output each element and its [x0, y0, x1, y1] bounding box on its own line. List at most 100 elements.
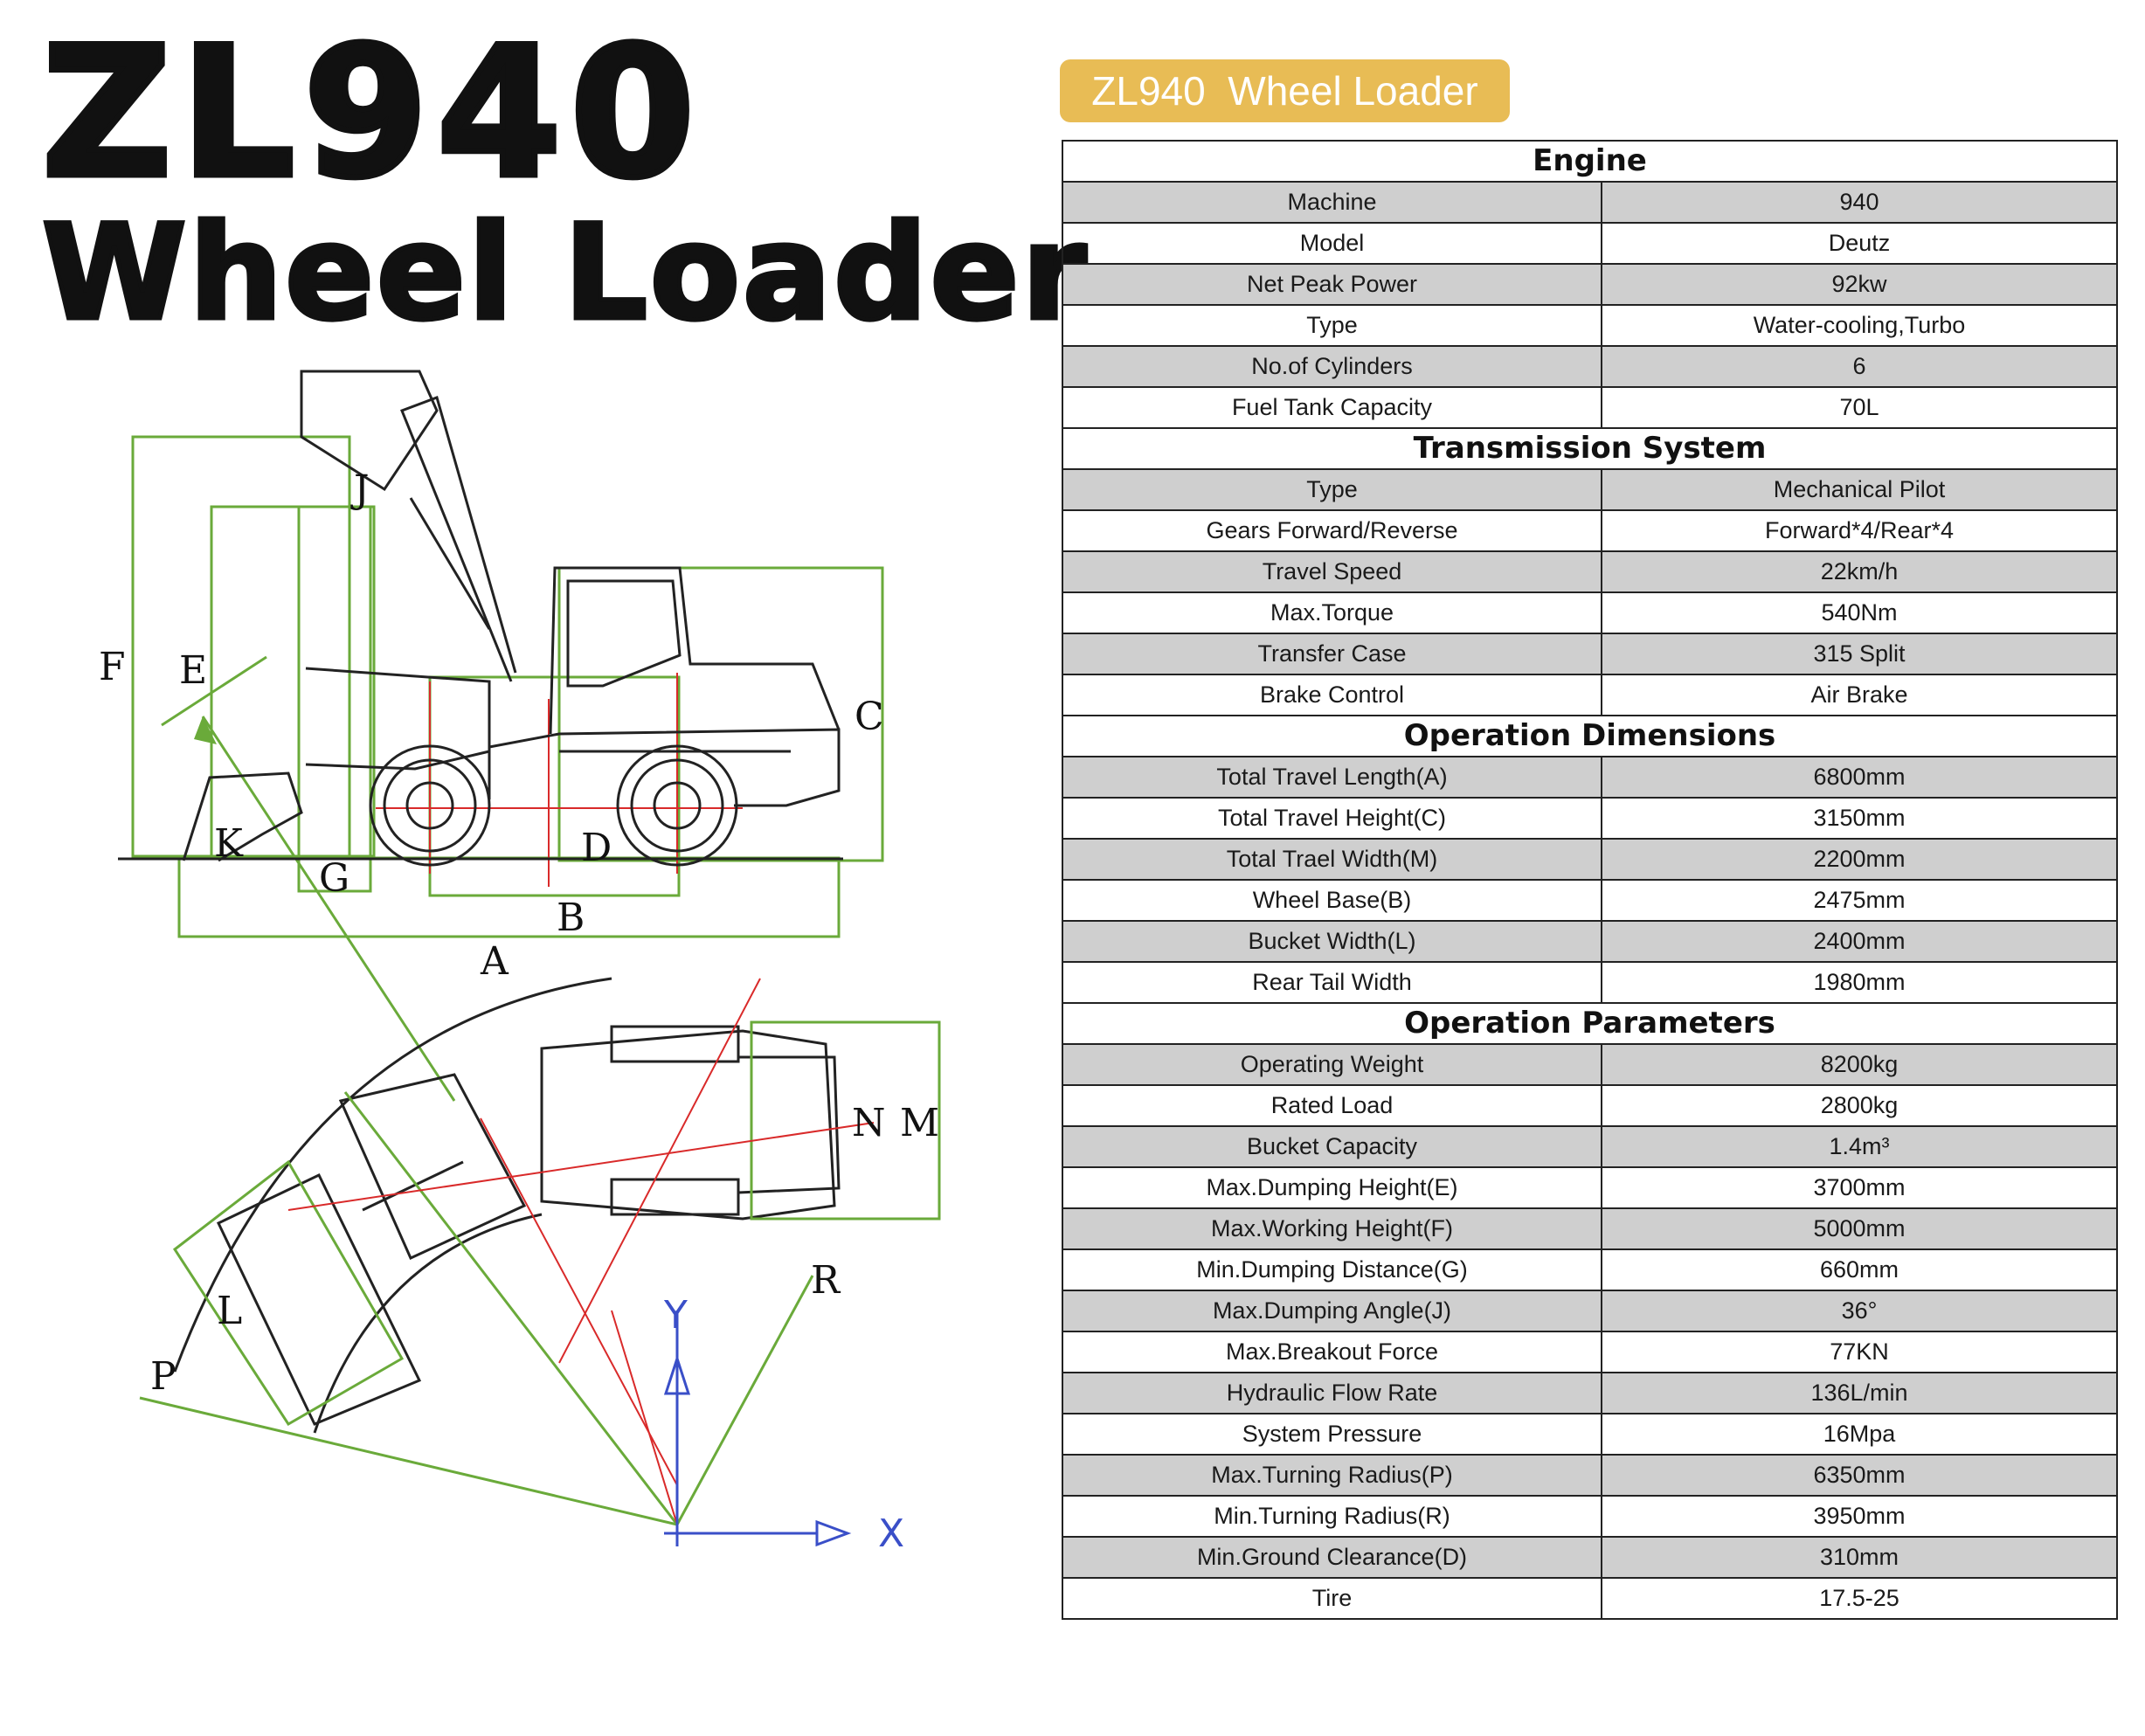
spec-value: Forward*4/Rear*4: [1764, 517, 1955, 543]
spec-value: 660mm: [1819, 1256, 1899, 1283]
spec-value: 3950mm: [1813, 1503, 1906, 1529]
spec-row: Brake Control Air Brake: [1063, 675, 2116, 716]
spec-label: Type: [1063, 306, 1602, 345]
spec-label: Brake Control: [1063, 675, 1602, 715]
spec-value: 77KN: [1830, 1338, 1889, 1365]
spec-row: Net Peak Power 92kw: [1063, 265, 2116, 306]
spec-row: Operating Weight 8200kg: [1063, 1045, 2116, 1086]
model-badge: ZL940 Wheel Loader: [1060, 59, 1510, 122]
spec-row: Wheel Base(B) 2475mm: [1063, 881, 2116, 922]
spec-row: Total Trael Width(M) 2200mm: [1063, 840, 2116, 881]
spec-label: Bucket Capacity: [1063, 1127, 1602, 1166]
spec-label: Total Travel Length(A): [1063, 757, 1602, 797]
spec-value: 17.5-25: [1819, 1585, 1899, 1611]
spec-value: Mechanical Pilot: [1773, 476, 1946, 502]
spec-label: Max.Working Height(F): [1063, 1209, 1602, 1248]
spec-label: Machine: [1063, 183, 1602, 222]
spec-label: Transfer Case: [1063, 634, 1602, 674]
spec-label: Type: [1063, 470, 1602, 509]
spec-label: Max.Dumping Angle(J): [1063, 1291, 1602, 1331]
spec-value: 315 Split: [1813, 640, 1906, 667]
spec-value: 136L/min: [1810, 1380, 1908, 1406]
spec-label: Travel Speed: [1063, 552, 1602, 591]
spec-value: Deutz: [1828, 230, 1891, 256]
model-title: ZL940: [38, 10, 704, 218]
spec-label: Model: [1063, 224, 1602, 263]
spec-label: Wheel Base(B): [1063, 881, 1602, 920]
spec-label: Min.Dumping Distance(G): [1063, 1250, 1602, 1290]
label-y-axis: Y: [663, 1293, 688, 1338]
spec-row: Max.Working Height(F) 5000mm: [1063, 1209, 2116, 1250]
label-x-axis: X: [878, 1511, 904, 1556]
spec-row: Max.Dumping Angle(J) 36°: [1063, 1291, 2116, 1332]
spec-label: Min.Turning Radius(R): [1063, 1497, 1602, 1536]
spec-row: Transfer Case 315 Split: [1063, 634, 2116, 675]
section-title: Operation Dimensions: [1063, 716, 2116, 757]
spec-value: 70L: [1839, 394, 1879, 420]
spec-value: 16Mpa: [1823, 1421, 1896, 1447]
spec-row: Min.Dumping Distance(G) 660mm: [1063, 1250, 2116, 1291]
label-f: F: [99, 645, 126, 689]
side-view: F E J C K G D B A: [99, 370, 884, 1102]
spec-value: 2200mm: [1813, 846, 1906, 872]
spec-value: 22km/h: [1820, 558, 1899, 584]
spec-label: Gears Forward/Reverse: [1063, 511, 1602, 550]
spec-row: Min.Turning Radius(R) 3950mm: [1063, 1497, 2116, 1538]
spec-label: Operating Weight: [1063, 1045, 1602, 1084]
spec-label: Total Trael Width(M): [1063, 840, 1602, 879]
spec-label: Net Peak Power: [1063, 265, 1602, 304]
spec-value: 36°: [1841, 1297, 1878, 1324]
spec-label: Max.Turning Radius(P): [1063, 1456, 1602, 1495]
label-r: R: [811, 1258, 841, 1303]
spec-row: Bucket Width(L)2400mm: [1063, 922, 2116, 963]
top-view: N M R L P Y X: [139, 977, 941, 1556]
spec-row: Type Mechanical Pilot: [1063, 470, 2116, 511]
section-title: Engine: [1063, 142, 2116, 183]
label-j: J: [350, 467, 370, 512]
spec-value: 2800kg: [1820, 1092, 1899, 1118]
section-title: Transmission System: [1063, 429, 2116, 470]
spec-value: Air Brake: [1810, 681, 1908, 708]
spec-value: 8200kg: [1820, 1051, 1899, 1077]
spec-label: Rear Tail Width: [1063, 963, 1602, 1002]
spec-row: Max.Dumping Height(E)3700mm: [1063, 1168, 2116, 1209]
spec-row: Rear Tail Width 1980mm: [1063, 963, 2116, 1004]
spec-row: Gears Forward/Reverse Forward*4/Rear*4: [1063, 511, 2116, 552]
label-p: P: [150, 1354, 176, 1399]
spec-value: 92kw: [1831, 271, 1887, 297]
spec-label: Bucket Width(L): [1063, 922, 1602, 961]
spec-row: Hydraulic Flow Rate 136L/min: [1063, 1373, 2116, 1414]
spec-value: 6350mm: [1813, 1462, 1906, 1488]
product-title: Wheel Loader: [39, 197, 1090, 349]
spec-value: 5000mm: [1813, 1215, 1906, 1241]
spec-label: Max.Dumping Height(E): [1063, 1168, 1602, 1207]
spec-row: Type Water-cooling,Turbo: [1063, 306, 2116, 347]
spec-value: 2475mm: [1813, 887, 1906, 913]
spec-label: Rated Load: [1063, 1086, 1602, 1125]
spec-row: Rated Load 2800kg: [1063, 1086, 2116, 1127]
spec-row: Min.Ground Clearance(D)310mm: [1063, 1538, 2116, 1579]
label-k: K: [214, 821, 244, 866]
spec-value: 1.4m³: [1829, 1133, 1890, 1159]
spec-value: Water-cooling,Turbo: [1753, 312, 1966, 338]
spec-label: Total Travel Height(C): [1063, 799, 1602, 838]
spec-value: 3150mm: [1813, 805, 1906, 831]
spec-row: Fuel Tank Capacity 70L: [1063, 388, 2116, 429]
spec-value: 1980mm: [1813, 969, 1906, 995]
spec-value: 6800mm: [1813, 764, 1906, 790]
label-n: N: [852, 1101, 886, 1145]
spec-row: Total Travel Height(C) 3150mm: [1063, 799, 2116, 840]
spec-row: Total Travel Length(A) 6800mm: [1063, 757, 2116, 799]
label-a: A: [480, 939, 509, 984]
spec-label: Fuel Tank Capacity: [1063, 388, 1602, 427]
spec-label: Hydraulic Flow Rate: [1063, 1373, 1602, 1413]
spec-label: Min.Ground Clearance(D): [1063, 1538, 1602, 1577]
label-b: B: [557, 896, 585, 940]
